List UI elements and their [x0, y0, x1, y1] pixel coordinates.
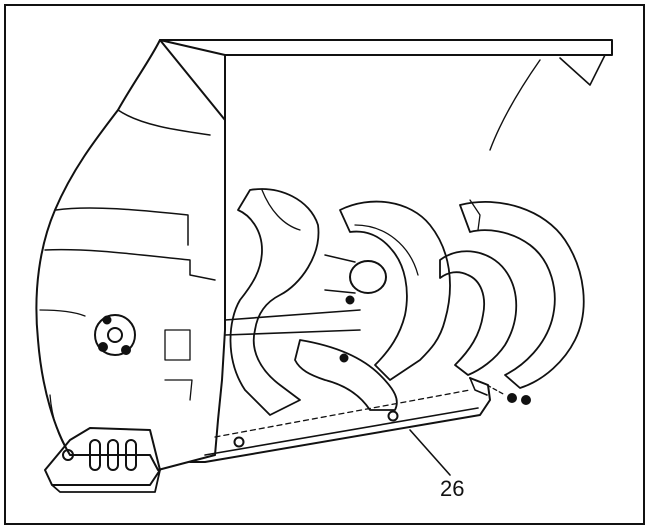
- skid-shoe: [44, 427, 161, 493]
- housing-back-wall: [159, 39, 613, 151]
- auger-spiral-right: [339, 199, 585, 389]
- housing-side-plate: [35, 39, 226, 471]
- auger-spiral-left: [229, 188, 398, 416]
- mounting-nuts: [507, 393, 531, 405]
- auger-shaft: [224, 254, 387, 363]
- auger-bearing-hub: [94, 314, 136, 356]
- illustration-frame: [4, 4, 645, 525]
- callout-leader-line: [409, 429, 451, 476]
- scraper-bar: [189, 377, 506, 463]
- callout-label-26: 26: [440, 476, 465, 501]
